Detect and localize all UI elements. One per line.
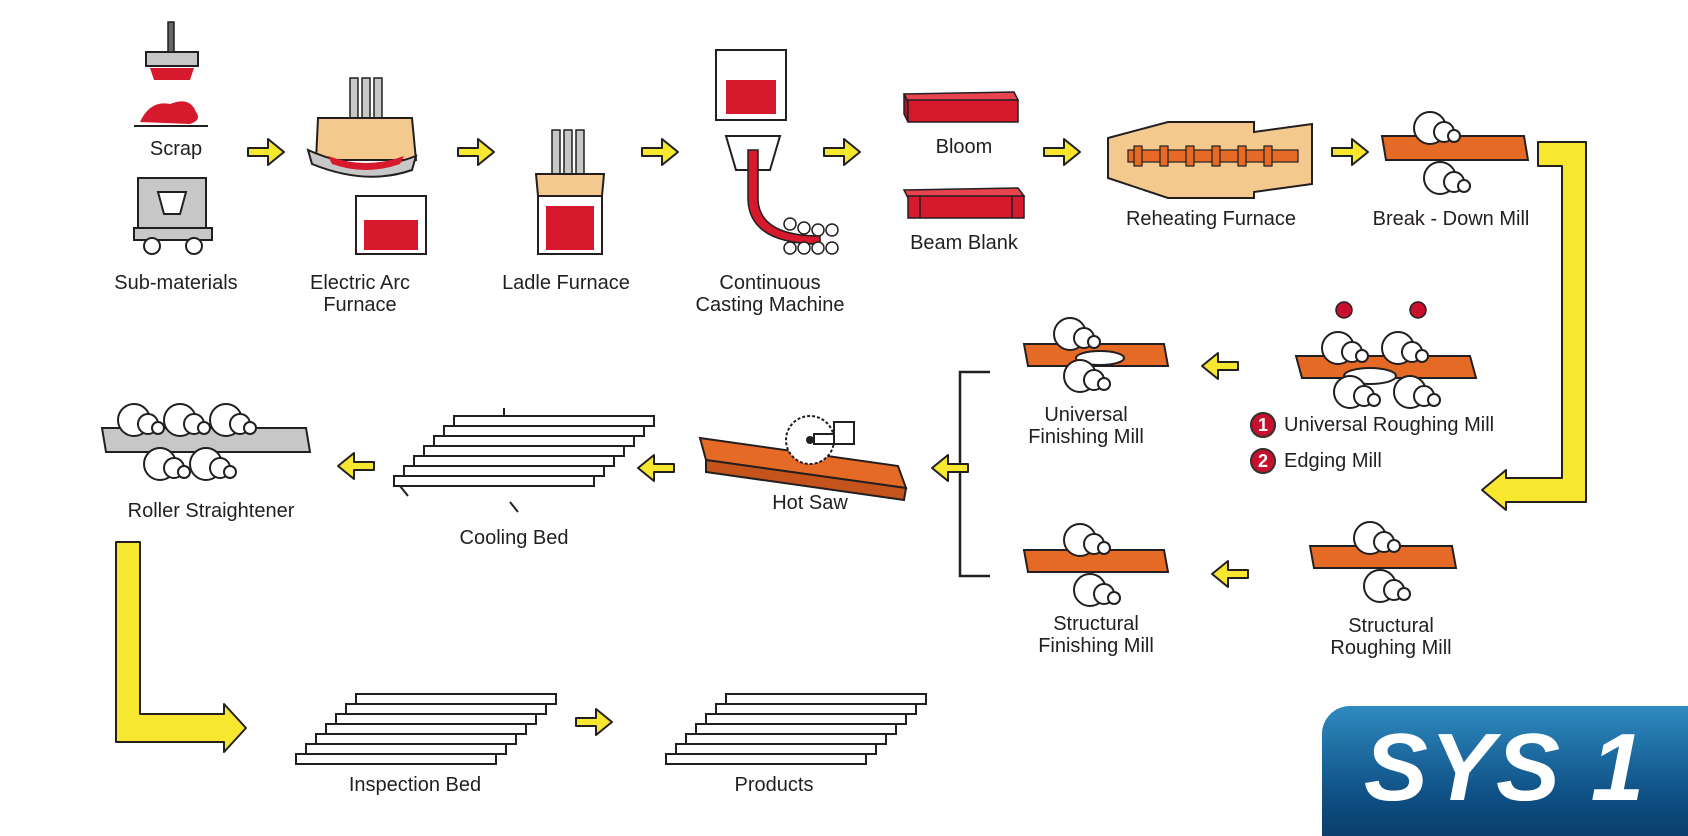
- legend-item-edging: 2 Edging Mill: [1250, 448, 1382, 474]
- label-reheating-furnace: Reheating Furnace: [1125, 208, 1297, 230]
- legend-label: Universal Roughing Mill: [1284, 414, 1495, 436]
- ladle-furnace-icon: [534, 129, 606, 255]
- legend-badge: 2: [1250, 448, 1276, 474]
- label-products: Products: [734, 774, 814, 796]
- connector-arrow-right-icon: [1481, 141, 1587, 511]
- flow-arrow-icon: [247, 138, 285, 166]
- products-icon: [665, 693, 927, 765]
- universal-finishing-mill-icon: [1022, 317, 1170, 393]
- label-structural-roughing-mill: Structural Roughing Mill: [1330, 615, 1452, 659]
- flow-arrow-icon: [637, 454, 675, 482]
- flow-arrow-icon: [337, 452, 375, 480]
- flow-arrow-icon: [1043, 138, 1081, 166]
- flow-arrow-icon: [1331, 138, 1369, 166]
- flow-arrow-icon: [575, 708, 613, 736]
- legend-label: Edging Mill: [1284, 450, 1382, 472]
- legend-item-universal-roughing: 1 Universal Roughing Mill: [1250, 412, 1494, 438]
- label-hot-saw: Hot Saw: [772, 492, 848, 514]
- flow-arrow-icon: [457, 138, 495, 166]
- label-cooling-bed: Cooling Bed: [459, 527, 569, 549]
- continuous-casting-icon: [715, 49, 839, 255]
- hot-saw-icon: [698, 415, 908, 502]
- legend-badge: 1: [1250, 412, 1276, 438]
- structural-finishing-mill-icon: [1022, 523, 1170, 607]
- sys-badge-background: [1322, 706, 1688, 836]
- universal-roughing-mill-icon: [1294, 301, 1478, 409]
- bracket-line: [958, 370, 990, 578]
- inspection-bed-icon: [295, 693, 557, 765]
- sys-badge-text: SYS 1: [1363, 714, 1647, 821]
- label-sub-materials: Sub-materials: [114, 272, 238, 294]
- reheating-furnace-icon: [1107, 121, 1313, 199]
- electric-arc-furnace-icon: [306, 77, 418, 178]
- bloom-icon: [902, 91, 1020, 123]
- flow-arrow-icon: [1211, 560, 1249, 588]
- label-structural-finishing-mill: Structural Finishing Mill: [1038, 613, 1154, 657]
- cooling-bed-icon: [393, 408, 655, 513]
- label-electric-arc-furnace: Electric Arc Furnace: [309, 272, 411, 316]
- flow-arrow-icon: [1201, 352, 1239, 380]
- beam-blank-icon: [902, 187, 1026, 219]
- label-ladle-furnace: Ladle Furnace: [502, 272, 630, 294]
- scrap-icon: [134, 21, 208, 127]
- connector-arrow-left-icon: [115, 541, 247, 753]
- label-break-down-mill: Break - Down Mill: [1372, 208, 1530, 230]
- label-universal-finishing-mill: Universal Finishing Mill: [1028, 404, 1144, 448]
- label-continuous-casting: Continuous Casting Machine: [695, 272, 845, 316]
- flow-arrow-icon: [823, 138, 861, 166]
- label-scrap: Scrap: [149, 138, 203, 160]
- label-roller-straightener: Roller Straightener: [127, 500, 295, 522]
- break-down-mill-icon: [1380, 111, 1530, 195]
- label-inspection-bed: Inspection Bed: [348, 774, 482, 796]
- structural-roughing-mill-icon: [1308, 521, 1458, 603]
- sub-materials-icon: [133, 177, 213, 255]
- ladle-small-icon: [355, 195, 427, 255]
- label-bloom: Bloom: [935, 136, 993, 158]
- flow-arrow-icon: [641, 138, 679, 166]
- label-beam-blank: Beam Blank: [910, 232, 1018, 254]
- roller-straightener-icon: [100, 403, 312, 481]
- flow-arrow-icon: [931, 454, 969, 482]
